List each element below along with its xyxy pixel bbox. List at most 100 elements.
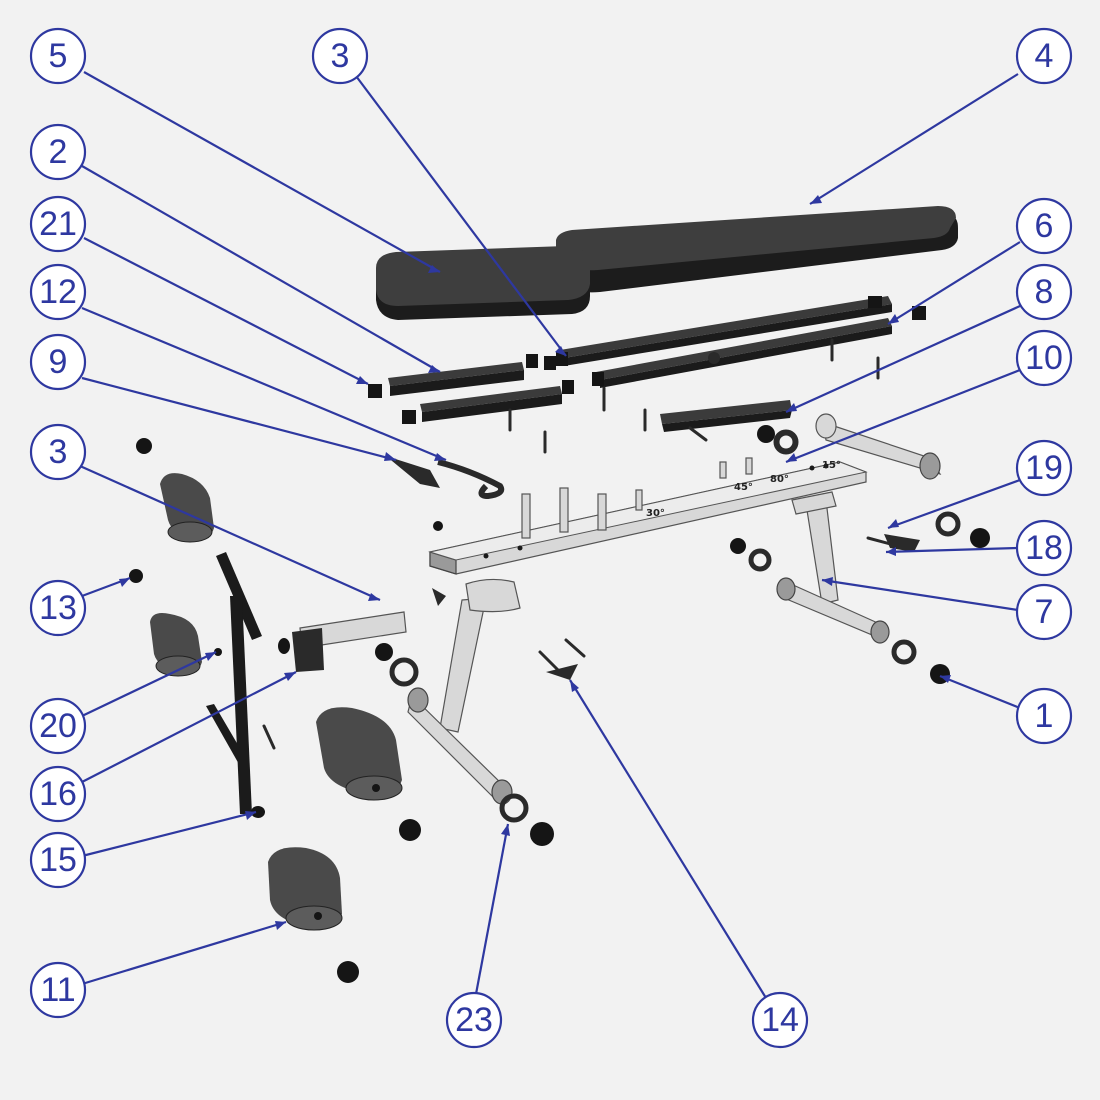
rear-leg	[730, 491, 990, 684]
leader-2	[81, 165, 441, 373]
callout-label: 14	[761, 1001, 799, 1039]
callout-label: 5	[49, 37, 68, 75]
arrowhead-11	[275, 921, 286, 930]
callout-8: 8	[1015, 263, 1073, 321]
callout-11: 11	[29, 961, 87, 1019]
backrest-pad	[556, 206, 958, 293]
leader-19	[887, 478, 1021, 530]
foam-rollers	[150, 473, 421, 983]
callout-3-left: 3	[29, 423, 87, 481]
callout-7: 7	[1015, 583, 1073, 641]
callout-18: 18	[1015, 519, 1073, 577]
callout-label: 21	[39, 205, 77, 243]
callout-19: 19	[1015, 439, 1073, 497]
leader-3a	[355, 75, 567, 357]
leader-3b	[79, 464, 381, 602]
callout-5: 5	[29, 27, 87, 85]
arrowhead-16	[284, 672, 296, 681]
arrowhead-20	[205, 652, 216, 661]
callout-label: 4	[1035, 37, 1054, 75]
callout-16: 16	[29, 765, 87, 823]
leader-1	[939, 674, 1021, 710]
angle-mark-45: 45°	[734, 482, 753, 493]
callout-label: 2	[49, 133, 68, 171]
callout-21: 21	[29, 195, 87, 253]
backrest-frame	[556, 296, 926, 412]
arrowhead-6	[888, 314, 899, 324]
leader-4	[809, 73, 1019, 205]
callout-label: 3	[331, 37, 350, 75]
leader-6	[887, 241, 1021, 325]
leader-9	[81, 376, 397, 462]
arrowhead-12	[434, 453, 446, 461]
leader-21	[83, 237, 369, 385]
callout-label: 13	[39, 589, 77, 627]
leader-18	[885, 546, 1019, 554]
callout-13: 13	[29, 579, 87, 637]
leader-14	[569, 679, 767, 999]
callout-label: 10	[1025, 339, 1063, 377]
front-leg	[375, 578, 554, 846]
arrowhead-13	[119, 578, 130, 587]
leader-5	[83, 71, 441, 273]
arrowhead-18	[886, 547, 896, 556]
leader-20	[81, 651, 217, 717]
callout-label: 7	[1035, 593, 1054, 631]
leader-7	[821, 578, 1019, 612]
leader-16	[81, 671, 297, 783]
pop-pin	[538, 638, 586, 680]
callout-label: 20	[39, 707, 77, 745]
arrowhead-19	[888, 519, 899, 528]
arrowhead-3b	[368, 593, 380, 601]
arrowhead-10	[786, 453, 797, 462]
callout-label: 23	[455, 1001, 493, 1039]
callout-label: 3	[49, 433, 68, 471]
callout-label: 16	[39, 775, 77, 813]
angle-mark-30: 30°	[646, 508, 665, 519]
callout-3-top: 3	[311, 27, 369, 85]
seat-pad	[376, 246, 590, 320]
callout-20: 20	[29, 697, 87, 755]
seat-frame	[368, 354, 647, 454]
arrowhead-15	[245, 811, 256, 820]
arrowhead-2	[428, 365, 440, 373]
leader-10	[785, 368, 1021, 464]
rear-t-tube	[773, 413, 942, 480]
callout-14: 14	[751, 991, 809, 1049]
callout-label: 12	[39, 273, 77, 311]
leader-23	[474, 823, 510, 995]
leader-8	[785, 304, 1021, 414]
leader-15	[81, 810, 257, 858]
callout-1: 1	[1015, 687, 1073, 745]
callout-23: 23	[445, 991, 503, 1049]
arrowhead-14	[570, 680, 579, 692]
callout-label: 18	[1025, 529, 1063, 567]
arrowhead-9	[384, 452, 396, 461]
arrowhead-1	[940, 675, 951, 683]
angle-mark-80: 80°	[770, 474, 789, 485]
arrowhead-7	[822, 577, 833, 586]
arrowhead-5	[428, 265, 440, 273]
callout-label: 9	[49, 343, 68, 381]
main-beam: 30° 45° 80° 15°	[428, 457, 868, 575]
callout-label: 8	[1035, 273, 1054, 311]
angle-mark-15: 15°	[822, 460, 841, 471]
leader-11	[81, 920, 287, 986]
callout-10: 10	[1015, 329, 1073, 387]
arrowhead-4	[810, 195, 822, 204]
arrowhead-3a	[555, 346, 566, 356]
leader-lines	[79, 71, 1021, 999]
callout-badges: 5 3 4 2 21 6 12 8 9 10 3 19 18 13 7 20 1…	[29, 27, 1073, 1049]
arrowhead-8	[786, 403, 797, 412]
callout-15: 15	[29, 831, 87, 889]
callout-label: 11	[40, 971, 75, 1009]
callout-9: 9	[29, 333, 87, 391]
arrowhead-23	[501, 824, 510, 836]
leader-12	[81, 306, 447, 462]
callout-label: 6	[1035, 207, 1054, 245]
callout-4: 4	[1015, 27, 1073, 85]
arrowhead-21	[356, 376, 368, 384]
callout-label: 1	[1035, 697, 1054, 735]
